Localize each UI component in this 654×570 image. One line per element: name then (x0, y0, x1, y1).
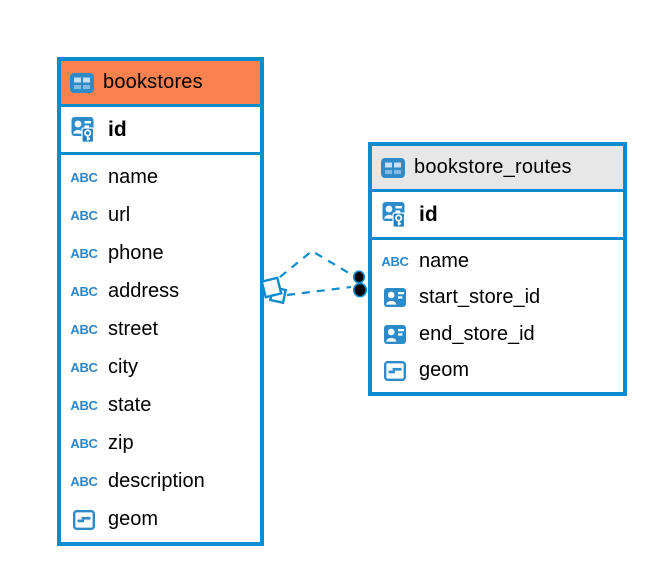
column-name: end_store_id (419, 322, 535, 345)
table-header-bookstore-routes[interactable]: bookstore_routes (372, 146, 623, 192)
person-key-icon (71, 116, 95, 143)
column-name: address (108, 279, 180, 302)
primary-key-name: id (419, 202, 438, 226)
text-type-icon: ABC (381, 253, 409, 269)
column-row-id[interactable]: id (372, 192, 623, 240)
table-icon (381, 157, 405, 178)
column-name: city (108, 356, 138, 379)
column-name: geom (108, 508, 159, 531)
column-row-id[interactable]: id (61, 107, 260, 155)
column-row-state[interactable]: ABC state (61, 387, 260, 425)
text-type-icon: ABC (70, 474, 98, 490)
column-row-street[interactable]: ABC street (61, 310, 260, 348)
column-row-name[interactable]: ABC name (61, 158, 260, 196)
text-type-icon: ABC (70, 436, 98, 452)
relationship-line-upper (279, 249, 353, 278)
column-name: name (108, 165, 159, 188)
column-row-city[interactable]: ABC city (61, 348, 260, 386)
text-type-icon: ABC (70, 169, 98, 185)
column-name: phone (108, 241, 164, 264)
column-list: ABC name start_store_id end_store_id geo… (372, 240, 623, 392)
column-name: start_store_id (419, 286, 541, 309)
column-row-zip[interactable]: ABC zip (61, 425, 260, 463)
column-list: ABC name ABC url ABC phone ABC address A… (61, 155, 260, 542)
table-bookstores[interactable]: bookstores id ABC name ABC url ABC phone… (57, 57, 264, 546)
column-name: description (108, 470, 205, 493)
column-row-phone[interactable]: ABC phone (61, 234, 260, 272)
primary-key-name: id (108, 117, 127, 141)
column-name: street (108, 317, 159, 340)
text-type-icon: ABC (70, 207, 98, 223)
table-header-bookstores[interactable]: bookstores (61, 61, 260, 107)
column-name: zip (108, 432, 134, 455)
text-type-icon: ABC (70, 321, 98, 337)
column-row-end-store-id[interactable]: end_store_id (372, 316, 623, 353)
text-type-icon: ABC (70, 245, 98, 261)
column-row-address[interactable]: ABC address (61, 272, 260, 310)
column-name: state (108, 394, 152, 417)
relationship-connector[interactable] (260, 249, 367, 305)
text-type-icon: ABC (70, 398, 98, 414)
table-title: bookstore_routes (414, 156, 572, 178)
person-badge-icon (384, 288, 406, 308)
text-type-icon: ABC (70, 360, 98, 376)
double-dot-marker (352, 270, 367, 298)
text-type-icon: ABC (70, 283, 98, 299)
column-name: geom (419, 359, 470, 382)
column-row-geom[interactable]: geom (61, 501, 260, 539)
geometry-type-icon (73, 509, 95, 530)
column-row-start-store-id[interactable]: start_store_id (372, 280, 623, 317)
person-key-icon (382, 201, 406, 228)
person-badge-icon (384, 324, 406, 344)
table-icon (70, 72, 94, 93)
column-name: url (108, 203, 131, 226)
table-title: bookstores (103, 71, 203, 93)
column-name: name (419, 249, 470, 272)
column-row-name[interactable]: ABC name (372, 243, 623, 280)
relationship-line-lower (286, 285, 352, 297)
table-bookstore-routes[interactable]: bookstore_routes id ABC name start_store… (368, 142, 627, 396)
column-row-geom[interactable]: geom (372, 353, 623, 390)
diamond-marker (260, 276, 288, 305)
column-row-description[interactable]: ABC description (61, 463, 260, 501)
geometry-type-icon (384, 360, 406, 381)
column-row-url[interactable]: ABC url (61, 196, 260, 234)
